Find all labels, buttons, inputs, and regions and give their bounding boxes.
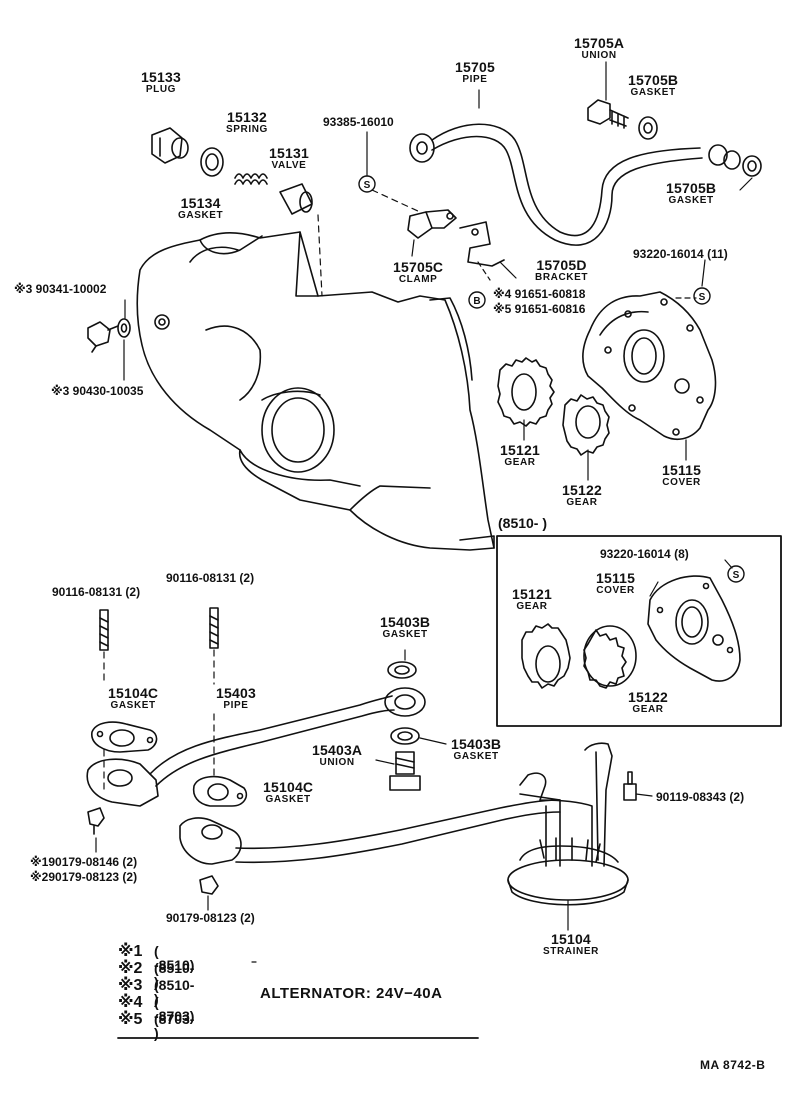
cover-15115-drawing [582, 291, 717, 441]
inset-box [496, 535, 782, 727]
inset-gear-15121-drawing [521, 623, 571, 689]
valve-drawing [279, 183, 313, 215]
alternator-note: ALTERNATOR: 24V−40A [260, 985, 443, 1002]
inset-gear-15122-drawing [583, 625, 637, 689]
s-marker-label: S [699, 292, 706, 303]
gasket-15403b-upper-drawing [387, 661, 417, 679]
gasket-15134-drawing [200, 147, 224, 177]
label-90179-08146: ※190179-08146 (2) [30, 855, 138, 869]
bolt-90179-left-drawing [87, 807, 105, 835]
s-marker-label: S [733, 570, 740, 581]
label-93385-16010: 93385-16010 [323, 115, 394, 129]
inset-cover-drawing [647, 575, 741, 682]
spring-drawing [234, 173, 268, 185]
gasket-15104c-upper-drawing [91, 721, 158, 753]
pipe-15705-drawing [409, 123, 728, 246]
gasket-15705b-lower-drawing [723, 150, 762, 177]
stud-left-drawing [99, 609, 109, 651]
label-90116-left: 90116-08131 (2) [52, 585, 141, 599]
gasket-15104c-lower-drawing [192, 775, 248, 807]
gear-15122-drawing [562, 394, 610, 456]
strainer-drawing [179, 742, 629, 906]
label-90116-right: 90116-08131 (2) [166, 571, 255, 585]
union-15403a-drawing [389, 751, 421, 791]
stud-right-drawing [209, 607, 219, 649]
label-90119-08343: 90119-08343 (2) [656, 790, 745, 804]
label-91651-60816: ※5 91651-60816 [493, 302, 586, 316]
clamp-drawing [407, 209, 457, 239]
label-90341-10002: ※3 90341-10002 [14, 282, 107, 296]
label-90430-10035: ※3 90430-10035 [51, 384, 144, 398]
label-90179-08123-a: ※290179-08123 (2) [30, 870, 138, 884]
b-marker: B [468, 291, 486, 309]
s-marker-93220-main: S [693, 287, 711, 305]
label-91651-60818: ※4 91651-60818 [493, 287, 586, 301]
b-marker-label: B [473, 296, 480, 307]
gasket-15403b-lower-drawing [390, 727, 420, 745]
plug-drawing [151, 127, 189, 164]
bolt-90119-drawing [623, 771, 653, 801]
s-marker-93220-inset: S [727, 565, 745, 583]
label-93220-16014-inset: 93220-16014 (8) [600, 547, 689, 561]
inset-range-label: (8510- ) [498, 515, 548, 531]
label-93220-16014-main: 93220-16014 (11) [633, 247, 728, 261]
bolt-90341-drawing [87, 318, 131, 353]
union-15705a-drawing [587, 99, 629, 129]
label-90179-08123-b: 90179-08123 (2) [166, 911, 255, 925]
pipe-15403-drawing [86, 687, 426, 807]
bracket-drawing [459, 221, 505, 267]
bolt-90179-bottom-drawing [199, 875, 219, 895]
gasket-15705b-upper-drawing [638, 116, 658, 140]
footer-code: MA 8742-B [700, 1058, 766, 1072]
gear-15121-drawing [497, 357, 555, 427]
transmission-case-drawing [136, 231, 495, 551]
s-marker-93385: S [358, 175, 376, 193]
s-marker-label: S [364, 180, 371, 191]
